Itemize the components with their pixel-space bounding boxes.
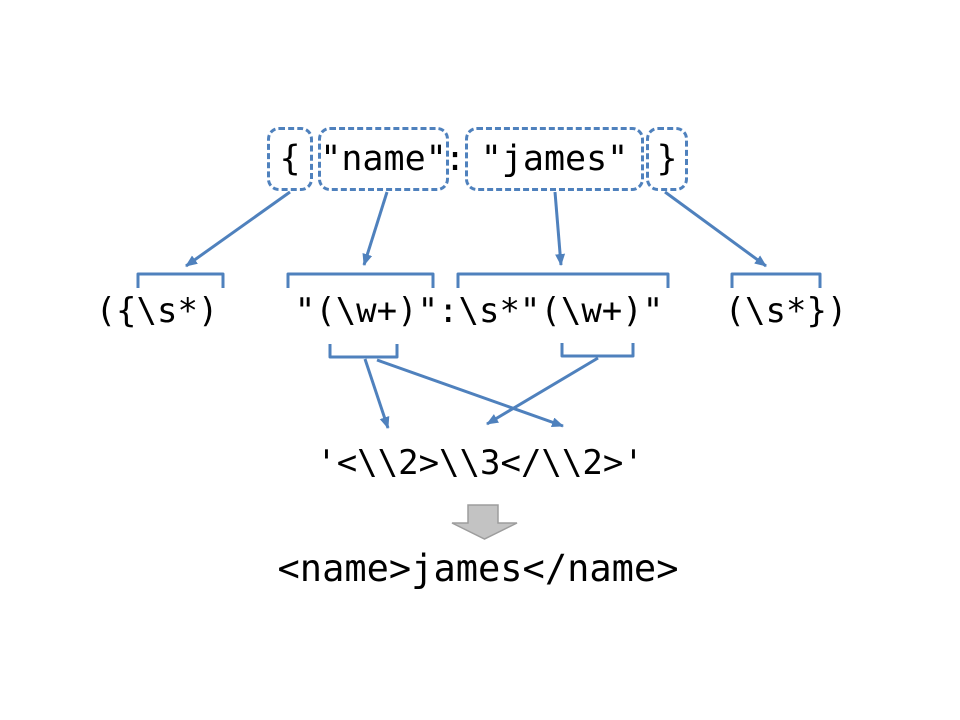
bracket-suffix-icon: [730, 272, 822, 288]
regex-suffix: (\s*}): [724, 291, 848, 331]
json-close-brace: }: [656, 139, 678, 179]
arrow-capture2-to-open-tag-icon: [363, 358, 390, 429]
json-key-box: "name": [318, 127, 449, 191]
arrow-openbrace-to-prefix-icon: [185, 190, 291, 268]
json-value: "james": [480, 139, 629, 179]
json-key: "name": [320, 139, 447, 179]
json-open-brace: {: [279, 139, 301, 179]
block-down-arrow-icon: [451, 504, 518, 540]
json-value-box: "james": [465, 127, 644, 191]
regex-prefix: ({\s*): [95, 291, 219, 331]
bracket-value-group-icon: [456, 272, 670, 288]
arrow-closebrace-to-suffix-icon: [664, 190, 767, 268]
arrow-capture2-to-close-tag-icon: [376, 358, 564, 428]
arrow-capture3-to-content-icon: [486, 356, 599, 426]
json-close-brace-box: }: [646, 127, 688, 191]
replacement-string: '<\\2>\\3</\\2>': [316, 443, 644, 483]
arrow-value-to-group-icon: [553, 191, 566, 266]
xml-output: <name>james</name>: [277, 547, 679, 590]
bracket-key-group-icon: [286, 272, 435, 288]
underbracket-capture3-icon: [560, 343, 635, 358]
underbracket-capture2-icon: [328, 344, 399, 359]
regex-middle: "(\w+)":\s*"(\w+)": [294, 291, 664, 331]
bracket-prefix-icon: [136, 272, 225, 288]
json-open-brace-box: {: [267, 127, 313, 191]
arrow-key-to-group-icon: [362, 191, 389, 266]
json-colon: :: [444, 139, 466, 179]
